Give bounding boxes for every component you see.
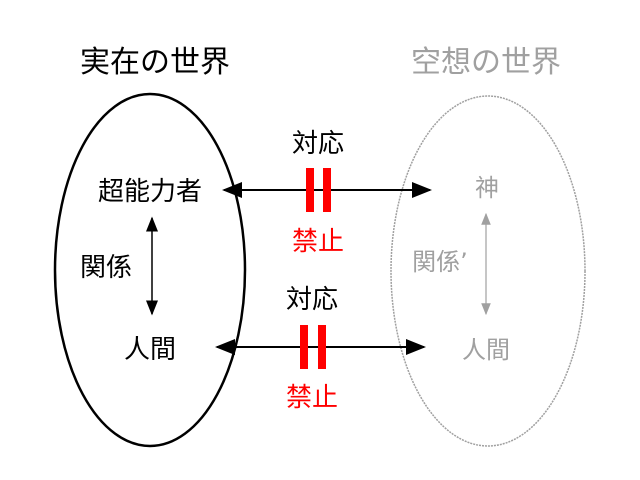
- real-world-ellipse: [53, 92, 247, 448]
- forbidden-bar: [300, 325, 308, 369]
- forbidden-bar: [318, 325, 326, 369]
- forbidden-label-1: 禁止: [292, 227, 344, 257]
- imaginary-world-ellipse: [390, 95, 586, 447]
- real-relation-label: 関係: [80, 253, 132, 283]
- imaginary-relation-label: 関係’: [412, 248, 468, 276]
- real-world-title: 実在の世界: [80, 45, 230, 80]
- forbidden-bar: [306, 168, 314, 212]
- real-top-label: 超能力者: [98, 177, 202, 207]
- forbidden-bar: [323, 168, 331, 212]
- imaginary-world-title: 空想の世界: [411, 45, 561, 80]
- real-bottom-label: 人間: [124, 335, 176, 365]
- imaginary-top-label: 神: [475, 174, 499, 202]
- correspondence-label-2: 対応: [286, 285, 338, 315]
- imaginary-bottom-label: 人間: [462, 336, 510, 364]
- forbidden-label-2: 禁止: [286, 383, 338, 413]
- correspondence-label-1: 対応: [292, 129, 344, 159]
